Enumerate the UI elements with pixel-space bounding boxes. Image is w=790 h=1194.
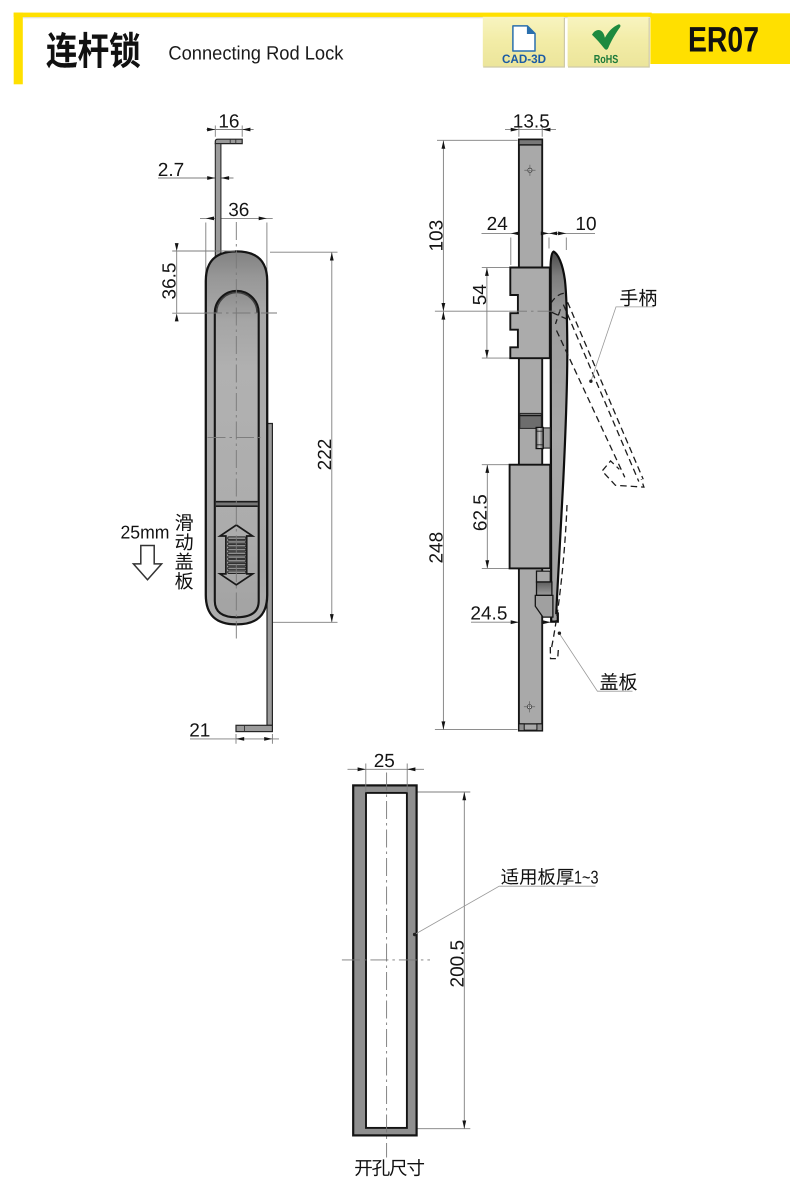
- svg-text:21: 21: [189, 720, 210, 741]
- svg-text:62.5: 62.5: [470, 494, 491, 531]
- svg-text:13.5: 13.5: [513, 111, 550, 132]
- svg-text:24.5: 24.5: [470, 603, 507, 624]
- svg-text:54: 54: [470, 284, 491, 306]
- svg-text:36: 36: [228, 200, 249, 221]
- svg-text:25mm: 25mm: [121, 522, 170, 543]
- svg-text:10: 10: [575, 214, 596, 235]
- svg-text:16: 16: [218, 111, 239, 132]
- svg-text:CAD-3D: CAD-3D: [502, 52, 546, 66]
- svg-text:36.5: 36.5: [160, 263, 181, 300]
- svg-text:ER07: ER07: [688, 20, 759, 60]
- svg-text:200.5: 200.5: [447, 940, 468, 988]
- svg-text:24: 24: [487, 214, 509, 235]
- svg-text:Connecting Rod Lock: Connecting Rod Lock: [168, 44, 343, 65]
- svg-text:222: 222: [315, 439, 336, 471]
- svg-text:1~3: 1~3: [574, 866, 599, 887]
- svg-text:RoHS: RoHS: [594, 53, 619, 66]
- svg-text:25: 25: [374, 751, 395, 772]
- svg-text:103: 103: [426, 220, 447, 252]
- svg-text:248: 248: [426, 532, 447, 564]
- svg-text:2.7: 2.7: [158, 160, 184, 181]
